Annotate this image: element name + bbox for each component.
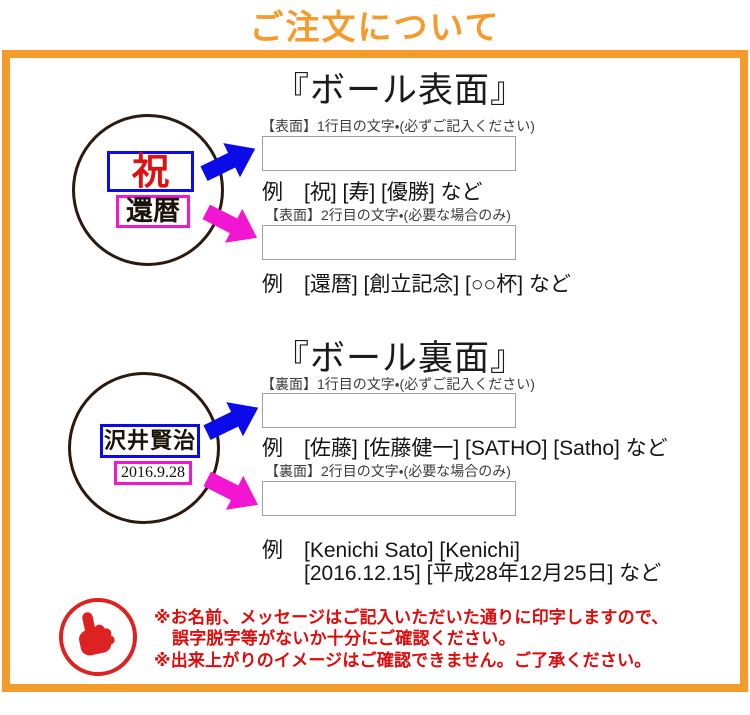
back-line2-example-line2: [2016.12.15] [平成28年12月25日] など xyxy=(304,562,662,585)
magenta-arrow-icon xyxy=(198,460,269,524)
front-ball-line2-text: 還暦 xyxy=(126,196,180,227)
notice-line-2: 誤字脱字等がないか十分にご確認ください。 xyxy=(172,629,516,648)
front-line1-label: 【表面】1行目の文字・(必ずご記入ください) xyxy=(261,118,535,134)
front-line2-label: 【表面】2行目の文字・(必要な場合のみ) xyxy=(265,207,511,223)
back-line2-stamp-box: 2016.9.28 xyxy=(114,461,192,485)
back-line1-label: 【裏面】1行目の文字・(必ずご記入ください) xyxy=(261,376,535,392)
page-title: ご注文について xyxy=(249,9,501,47)
back-line2-example-line1: 例 [Kenichi Sato] [Kenichi] xyxy=(262,539,520,562)
blue-arrow-icon xyxy=(198,388,269,451)
front-line1-input[interactable] xyxy=(262,136,516,171)
back-line2-input[interactable] xyxy=(262,481,516,516)
front-ball-line1-text: 祝 xyxy=(132,149,169,193)
back-ball-line1-text: 沢井賢治 xyxy=(103,428,196,454)
front-ball-illustration xyxy=(72,114,224,266)
back-line1-stamp-box: 沢井賢治 xyxy=(100,424,200,458)
front-line2-example: 例 [還暦] [創立記念] [○○杯] など xyxy=(262,273,571,296)
blue-arrow-icon xyxy=(195,129,266,192)
notice-line-3: ※出来上がりのイメージはご確認できません。ご了承ください。 xyxy=(154,651,652,670)
front-line2-stamp-box: 還暦 xyxy=(116,195,190,228)
front-line1-example: 例 [祝] [寿] [優勝] など xyxy=(262,181,483,204)
pointing-hand-icon xyxy=(59,598,137,676)
back-ball-line2-text: 2016.9.28 xyxy=(121,464,185,481)
back-line1-example: 例 [佐藤] [佐藤健一] [SATHO] [Satho] など xyxy=(262,437,668,460)
back-section-heading: 『ボール裏面』 xyxy=(273,339,526,378)
front-section-heading: 『ボール表面』 xyxy=(273,71,526,110)
content-frame xyxy=(2,50,748,692)
magenta-arrow-icon xyxy=(197,193,268,257)
front-line2-input[interactable] xyxy=(262,225,516,260)
notice-line-1: ※お名前、メッセージはご記入いただいた通りに印字しますので、 xyxy=(154,608,669,627)
front-line1-stamp-box: 祝 xyxy=(107,151,194,192)
back-line2-label: 【裏面】2行目の文字・(必要な場合のみ) xyxy=(265,463,511,479)
back-line1-input[interactable] xyxy=(262,393,516,428)
